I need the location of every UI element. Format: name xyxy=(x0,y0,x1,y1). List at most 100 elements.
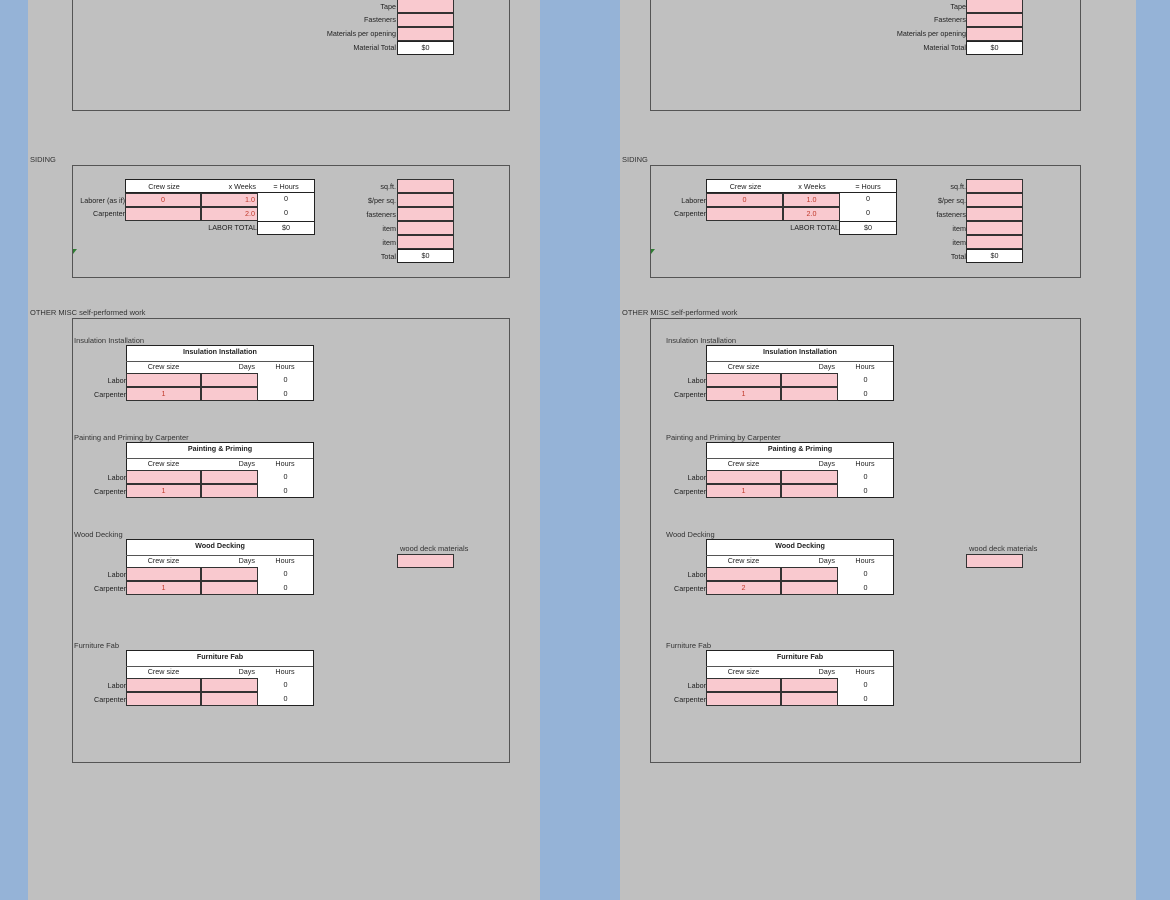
furniture-fab-hours-value: 0 xyxy=(863,694,868,703)
materials-per-opening-input[interactable] xyxy=(966,27,1023,41)
wood-deck-materials-label: wood deck materials xyxy=(969,544,1038,553)
furniture-fab-days-input[interactable] xyxy=(201,678,258,692)
laborer-crew-input[interactable]: 0 xyxy=(125,193,201,207)
painting-priming-crew-input[interactable] xyxy=(706,470,781,484)
wood-decking-days-input[interactable] xyxy=(201,581,258,595)
header-crew-size: Crew size xyxy=(729,182,762,191)
laborer-crew-input[interactable]: 0 xyxy=(706,193,783,207)
per-sq-input[interactable] xyxy=(966,193,1023,207)
furniture-fab-days-input[interactable] xyxy=(781,678,838,692)
insulation-installation-header-hours: Hours xyxy=(257,361,313,371)
sqft-input[interactable] xyxy=(966,179,1023,193)
per-sq-input[interactable] xyxy=(397,193,454,207)
row-label-carpenter: Carpenter xyxy=(674,390,706,399)
wood-decking-days-input[interactable] xyxy=(201,567,258,581)
wood-decking-crew-input[interactable]: 1 xyxy=(126,581,201,595)
row-label-labor: Labor xyxy=(107,473,126,482)
materials-box xyxy=(650,0,1081,111)
wood-decking-crew-input[interactable] xyxy=(706,567,781,581)
furniture-fab-crew-input[interactable] xyxy=(706,678,781,692)
carpenter-weeks-input[interactable]: 2.0 xyxy=(201,207,258,221)
furniture-fab-header-crew: Crew size xyxy=(706,666,781,676)
insulation-installation-header-crew: Crew size xyxy=(706,361,781,371)
laborer-weeks-input[interactable]: 1.0 xyxy=(201,193,258,207)
fasteners-input[interactable] xyxy=(966,13,1023,27)
header-weeks: x Weeks xyxy=(228,182,256,191)
item-input-2[interactable] xyxy=(966,235,1023,249)
painting-priming-hours-value: 0 xyxy=(863,486,868,495)
per-sq-label: $/per sq. xyxy=(368,196,396,205)
wood-decking-header-hours: Hours xyxy=(837,555,893,565)
insulation-installation-days-input[interactable] xyxy=(781,373,838,387)
painting-priming-crew-input[interactable]: 1 xyxy=(126,484,201,498)
carpenter-crew-input[interactable] xyxy=(706,207,783,221)
row-label-labor: Labor xyxy=(107,681,126,690)
painting-priming-days-input[interactable] xyxy=(781,484,838,498)
carpenter-crew-input[interactable] xyxy=(125,207,201,221)
insulation-installation-crew-input[interactable] xyxy=(126,373,201,387)
insulation-installation-hours-value: 0 xyxy=(283,389,288,398)
header-weeks: x Weeks xyxy=(798,182,826,191)
wood-decking-crew-input[interactable] xyxy=(126,567,201,581)
furniture-fab-crew-input[interactable] xyxy=(126,678,201,692)
labor-total-value: $0 xyxy=(839,221,897,235)
laborer-weeks-input[interactable]: 1.0 xyxy=(783,193,840,207)
wood-decking-days-input[interactable] xyxy=(781,567,838,581)
sqft-input[interactable] xyxy=(397,179,454,193)
furniture-fab-days-input[interactable] xyxy=(781,692,838,706)
row-label-labor: Labor xyxy=(687,570,706,579)
painting-priming-crew-input[interactable] xyxy=(126,470,201,484)
fasteners-input[interactable] xyxy=(966,207,1023,221)
painting-priming-days-input[interactable] xyxy=(781,470,838,484)
header-crew-size: Crew size xyxy=(148,182,180,191)
material-total-value: $0 xyxy=(966,41,1023,55)
wood-decking-crew-input[interactable]: 2 xyxy=(706,581,781,595)
painting-priming-table-title: Painting & Priming xyxy=(187,444,253,453)
misc-box xyxy=(650,318,1081,763)
laborer-label: Laborer xyxy=(681,196,706,205)
furniture-fab-header-hours: Hours xyxy=(257,666,313,676)
wood-decking-header-days: Days xyxy=(781,555,837,565)
wood-decking-days-input[interactable] xyxy=(781,581,838,595)
insulation-installation-days-input[interactable] xyxy=(201,387,258,401)
siding-header-row: Crew size x Weeks = Hours xyxy=(706,179,897,193)
insulation-installation-hours-value: 0 xyxy=(863,375,868,384)
furniture-fab-days-input[interactable] xyxy=(201,692,258,706)
furniture-fab-header-days: Days xyxy=(781,666,837,676)
furniture-fab-section-label: Furniture Fab xyxy=(74,641,120,650)
item-input-1[interactable] xyxy=(966,221,1023,235)
wood-decking-header-days: Days xyxy=(201,555,257,565)
insulation-installation-crew-input[interactable]: 1 xyxy=(126,387,201,401)
painting-priming-days-input[interactable] xyxy=(201,484,258,498)
spreadsheet-page-right: Tape Fasteners Materials per opening Mat… xyxy=(620,0,1136,900)
furniture-fab-crew-input[interactable] xyxy=(126,692,201,706)
row-label-labor: Labor xyxy=(687,376,706,385)
painting-priming-header-hours: Hours xyxy=(837,458,893,468)
item-label-1: item xyxy=(952,224,966,233)
tape-input[interactable] xyxy=(966,0,1023,13)
row-label-labor: Labor xyxy=(107,376,126,385)
fasteners-input[interactable] xyxy=(397,207,454,221)
item-input-1[interactable] xyxy=(397,221,454,235)
insulation-installation-crew-input[interactable] xyxy=(706,373,781,387)
siding-section-label: SIDING xyxy=(622,155,648,164)
insulation-installation-section-label: Insulation Installation xyxy=(666,336,737,345)
materials-per-opening-label: Materials per opening xyxy=(326,29,396,38)
painting-priming-days-input[interactable] xyxy=(201,470,258,484)
furniture-fab-crew-input[interactable] xyxy=(706,692,781,706)
materials-per-opening-input[interactable] xyxy=(397,27,454,41)
tape-input[interactable] xyxy=(397,0,454,13)
wood-deck-materials-input[interactable] xyxy=(966,554,1023,568)
fasteners-input[interactable] xyxy=(397,13,454,27)
carpenter-weeks-input[interactable]: 2.0 xyxy=(783,207,840,221)
insulation-installation-days-input[interactable] xyxy=(781,387,838,401)
insulation-installation-crew-input[interactable]: 1 xyxy=(706,387,781,401)
wood-deck-materials-input[interactable] xyxy=(397,554,454,568)
item-input-2[interactable] xyxy=(397,235,454,249)
insulation-installation-days-input[interactable] xyxy=(201,373,258,387)
row-label-labor: Labor xyxy=(687,681,706,690)
wood-decking-hours-value: 0 xyxy=(283,569,288,578)
wood-decking-section-label: Wood Decking xyxy=(666,530,715,539)
wood-decking-hours-value: 0 xyxy=(863,583,868,592)
painting-priming-crew-input[interactable]: 1 xyxy=(706,484,781,498)
